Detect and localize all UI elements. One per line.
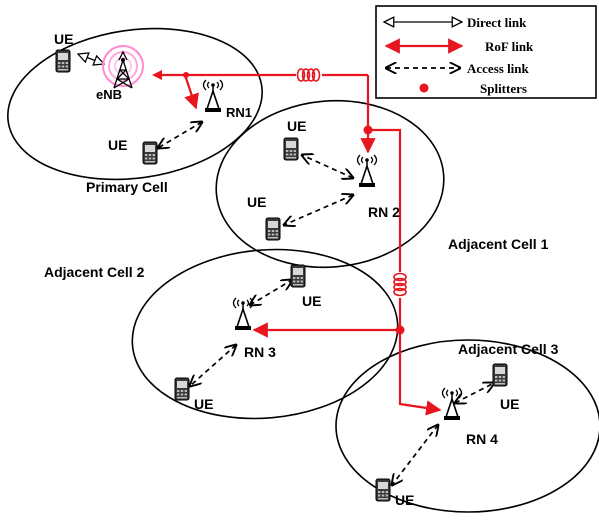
legend-splitter-sample bbox=[419, 83, 429, 93]
legend: Direct link RoF link Access link Splitte… bbox=[375, 5, 597, 99]
mobile-phone-icon bbox=[265, 217, 281, 241]
splitter-2 bbox=[395, 325, 405, 335]
rn3-label: RN 3 bbox=[244, 344, 276, 360]
direct-link bbox=[78, 54, 104, 64]
legend-rof-link-label: RoF link bbox=[485, 39, 534, 54]
cell-tower-icon bbox=[102, 45, 144, 89]
mobile-phone-icon bbox=[375, 478, 391, 502]
ue-label: UE bbox=[108, 137, 127, 153]
mobile-phone-icon bbox=[283, 137, 299, 161]
primary-cell-boundary bbox=[7, 27, 263, 181]
legend-direct-link-label: Direct link bbox=[467, 15, 527, 30]
legend-splitters-label: Splitters bbox=[480, 81, 527, 96]
ue-label: UE bbox=[302, 293, 321, 309]
rof-links bbox=[183, 73, 442, 416]
rn4-label: RN 4 bbox=[466, 431, 498, 447]
relay-antenna-icon bbox=[441, 387, 463, 421]
rn1-label: RN1 bbox=[226, 105, 252, 120]
splitter-1 bbox=[363, 125, 373, 135]
mobile-phone-icon bbox=[290, 264, 306, 288]
adjacent-cell-1-label: Adjacent Cell 1 bbox=[448, 236, 549, 252]
ue-label: UE bbox=[500, 396, 519, 412]
mobile-phone-icon bbox=[174, 377, 190, 401]
ue-label: UE bbox=[247, 194, 266, 210]
adjacent-cell-2-label: Adjacent Cell 2 bbox=[44, 264, 145, 280]
mobile-phone-icon bbox=[55, 49, 71, 73]
relay-antenna-icon bbox=[232, 297, 254, 331]
primary-cell-label: Primary Cell bbox=[86, 179, 168, 195]
fiber-coil-icon bbox=[393, 272, 407, 297]
legend-access-link-label: Access link bbox=[467, 61, 530, 76]
fiber-coil-icon bbox=[296, 68, 321, 82]
mobile-phone-icon bbox=[142, 141, 158, 165]
ue-label: UE bbox=[194, 396, 213, 412]
mobile-phone-icon bbox=[492, 363, 508, 387]
relay-antenna-icon bbox=[356, 154, 378, 188]
enb-label: eNB bbox=[96, 87, 122, 102]
arrowhead-enb bbox=[183, 72, 189, 78]
adjacent-cell-2-boundary bbox=[131, 248, 399, 420]
relay-antenna-icon bbox=[202, 79, 224, 113]
adjacent-cell-1-boundary bbox=[215, 99, 445, 269]
ue-label: UE bbox=[54, 31, 73, 47]
adjacent-cell-3-boundary bbox=[335, 339, 599, 513]
rn2-label: RN 2 bbox=[368, 204, 400, 220]
ue-label: UE bbox=[287, 118, 306, 134]
access-links bbox=[158, 122, 494, 485]
ue-label: UE bbox=[395, 492, 414, 508]
adjacent-cell-3-label: Adjacent Cell 3 bbox=[458, 341, 559, 357]
arrow-to-enb bbox=[152, 70, 162, 80]
